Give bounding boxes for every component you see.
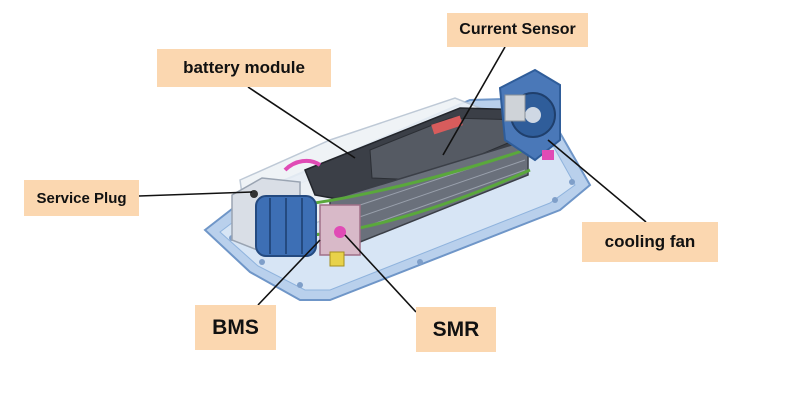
cooling-fan-unit <box>498 68 561 162</box>
label-cooling-fan: cooling fan <box>582 222 718 262</box>
leader-smr <box>344 234 417 313</box>
leader-cooling-fan <box>547 139 647 223</box>
label-bms: BMS <box>195 305 276 350</box>
leader-lines <box>138 46 647 313</box>
leader-bms <box>257 239 321 306</box>
service-plug-pin <box>250 190 258 198</box>
harness-pink <box>283 158 322 172</box>
label-battery-module: battery module <box>157 49 331 87</box>
leader-battery-module <box>247 86 356 159</box>
label-service-plug: Service Plug <box>24 180 139 216</box>
bms-unit <box>255 195 317 257</box>
label-smr: SMR <box>416 307 496 352</box>
battery-module-warning-tag <box>431 115 463 135</box>
smr-unit <box>319 204 361 267</box>
label-current-sensor: Current Sensor <box>447 13 588 47</box>
leader-service-plug <box>138 191 253 197</box>
leader-current-sensor <box>442 46 506 156</box>
